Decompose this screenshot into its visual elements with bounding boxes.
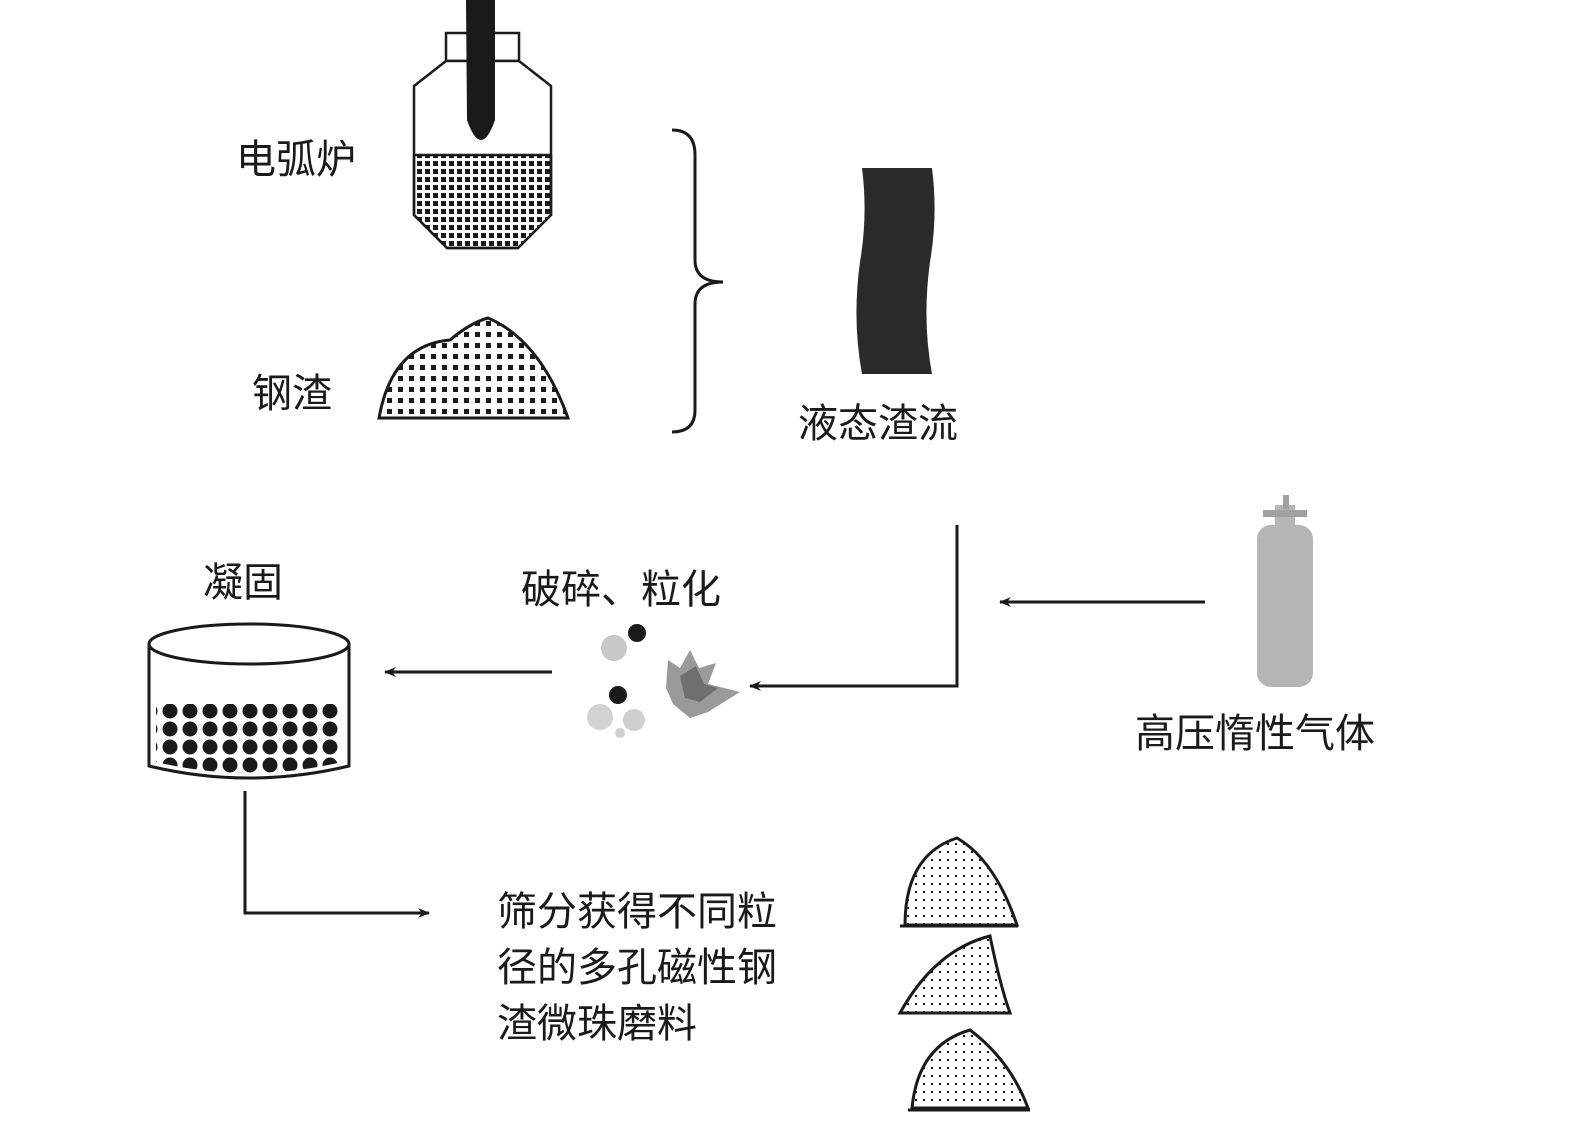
brace-icon <box>671 128 724 434</box>
product-heap-1-icon <box>900 836 1020 928</box>
liquid-slag-label: 液态渣流 <box>798 401 958 447</box>
steel-slag-heap-icon <box>377 316 571 420</box>
granulation-particles-icon <box>587 624 740 738</box>
final-product-line-3: 渣微珠磨料 <box>497 1001 697 1047</box>
solidify-label: 凝固 <box>203 560 283 606</box>
final-product-line-1: 筛分获得不同粒 <box>497 889 777 935</box>
electric-arc-furnace-icon <box>412 0 553 250</box>
gas-cylinder-icon <box>1257 495 1313 687</box>
liquid-slag-stream-icon <box>856 168 935 374</box>
final-product-line-2: 径的多孔磁性钢 <box>497 945 777 991</box>
steel-slag-label: 钢渣 <box>252 371 332 417</box>
gas-label: 高压惰性气体 <box>1135 711 1375 757</box>
furnace-label: 电弧炉 <box>236 137 356 183</box>
electrode-icon <box>466 0 495 140</box>
to-product-arrow <box>243 791 430 918</box>
solidification-vessel-icon <box>147 622 351 780</box>
product-heap-2-icon <box>897 934 1013 1015</box>
product-heap-3-icon <box>908 1028 1031 1112</box>
slag-flow-arrow <box>749 525 959 691</box>
crush-label: 破碎、粒化 <box>521 567 721 613</box>
